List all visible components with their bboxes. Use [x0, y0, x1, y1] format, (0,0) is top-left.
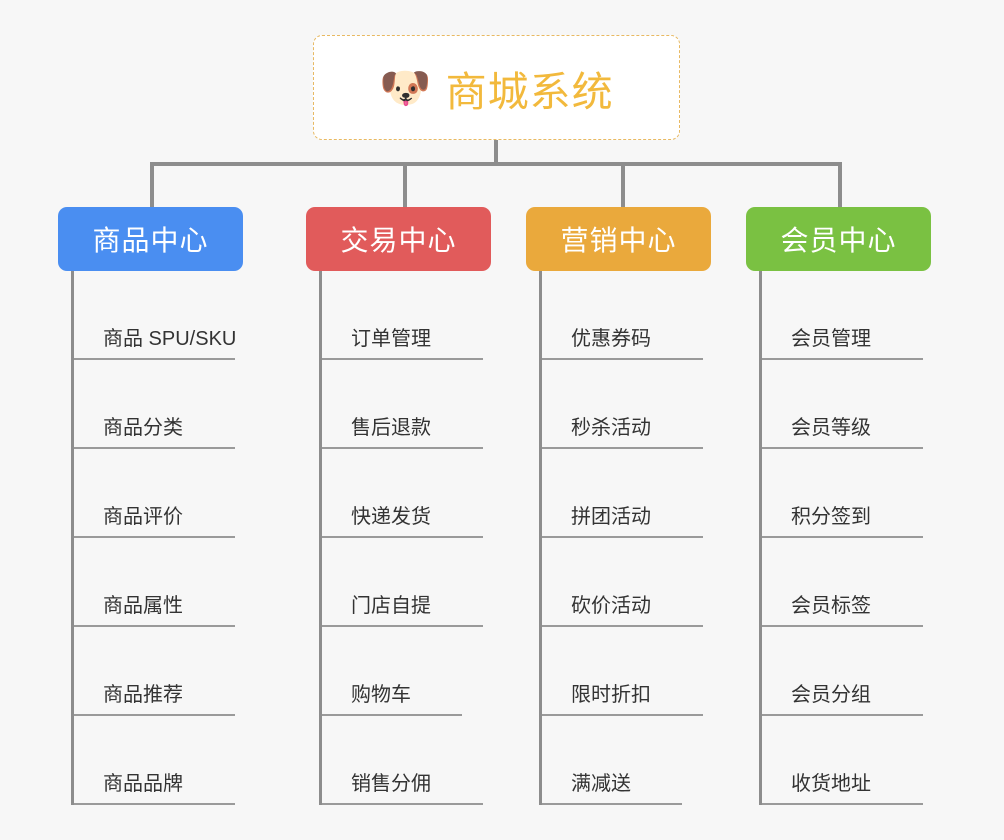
leaf-item-label: 收货地址	[791, 773, 871, 795]
leaf-item[interactable]: 快递发货	[322, 449, 491, 538]
root-node[interactable]: 🐶 商城系统	[313, 35, 680, 140]
leaf-item[interactable]: 拼团活动	[542, 449, 711, 538]
leaf-item[interactable]: 购物车	[322, 627, 491, 716]
leaf-item-label: 砍价活动	[571, 595, 651, 617]
connector-drop-4	[838, 162, 842, 207]
leaf-item-label: 满减送	[571, 773, 631, 795]
leaf-item[interactable]: 优惠券码	[542, 271, 711, 360]
connector-drop-3	[621, 162, 625, 207]
leaf-item-label: 积分签到	[791, 506, 871, 528]
connector-drop-1	[150, 162, 154, 207]
leaf-item-label: 购物车	[351, 684, 411, 706]
branch-header-member-center[interactable]: 会员中心	[746, 207, 931, 271]
branch-header-label: 商品中心	[92, 225, 209, 256]
leaf-item-label: 拼团活动	[571, 506, 651, 528]
branch-member-center: 会员中心会员管理会员等级积分签到会员标签会员分组收货地址	[746, 207, 931, 805]
leaf-item-label: 会员分组	[791, 684, 871, 706]
branch-trade-center: 交易中心订单管理售后退款快递发货门店自提购物车销售分佣	[306, 207, 491, 805]
branch-rail-marketing-center: 优惠券码秒杀活动拼团活动砍价活动限时折扣满减送	[539, 271, 711, 805]
leaf-item[interactable]: 售后退款	[322, 360, 491, 449]
leaf-item[interactable]: 商品分类	[74, 360, 243, 449]
leaf-item[interactable]: 积分签到	[762, 449, 931, 538]
leaf-item[interactable]: 砍价活动	[542, 538, 711, 627]
branch-rail-member-center: 会员管理会员等级积分签到会员标签会员分组收货地址	[759, 271, 931, 805]
leaf-item[interactable]: 收货地址	[762, 716, 931, 805]
connector-drop-2	[403, 162, 407, 207]
leaf-item[interactable]: 门店自提	[322, 538, 491, 627]
leaf-item[interactable]: 商品推荐	[74, 627, 243, 716]
leaf-item[interactable]: 商品品牌	[74, 716, 243, 805]
branch-header-trade-center[interactable]: 交易中心	[306, 207, 491, 271]
branch-header-label: 交易中心	[340, 225, 457, 256]
leaf-item-label: 商品分类	[103, 417, 183, 439]
leaf-item-label: 商品评价	[103, 506, 183, 528]
leaf-item-label: 会员标签	[791, 595, 871, 617]
branch-header-marketing-center[interactable]: 营销中心	[526, 207, 711, 271]
leaf-item[interactable]: 会员标签	[762, 538, 931, 627]
leaf-item[interactable]: 商品评价	[74, 449, 243, 538]
leaf-item-label: 订单管理	[351, 328, 431, 350]
leaf-item[interactable]: 限时折扣	[542, 627, 711, 716]
root-title: 商城系统	[445, 68, 614, 115]
shiba-dog-icon: 🐶	[379, 63, 432, 111]
leaf-item-label: 商品推荐	[103, 684, 183, 706]
branch-header-product-center[interactable]: 商品中心	[58, 207, 243, 271]
leaf-item-label: 销售分佣	[351, 773, 431, 795]
leaf-item[interactable]: 订单管理	[322, 271, 491, 360]
leaf-item-label: 会员等级	[791, 417, 871, 439]
leaf-item[interactable]: 会员管理	[762, 271, 931, 360]
leaf-item-label: 会员管理	[791, 328, 871, 350]
branch-rail-trade-center: 订单管理售后退款快递发货门店自提购物车销售分佣	[319, 271, 491, 805]
leaf-item-label: 售后退款	[351, 417, 431, 439]
branch-header-label: 会员中心	[780, 225, 897, 256]
leaf-item[interactable]: 满减送	[542, 716, 711, 805]
leaf-item-label: 快递发货	[351, 506, 431, 528]
branch-header-label: 营销中心	[560, 225, 677, 256]
connector-horizontal-bus	[150, 162, 840, 166]
branch-rail-product-center: 商品 SPU/SKU 商品分类商品评价商品属性商品推荐商品品牌	[71, 271, 243, 805]
branch-product-center: 商品中心商品 SPU/SKU 商品分类商品评价商品属性商品推荐商品品牌	[58, 207, 243, 805]
leaf-item-label: 商品品牌	[103, 773, 183, 795]
branch-marketing-center: 营销中心优惠券码秒杀活动拼团活动砍价活动限时折扣满减送	[526, 207, 711, 805]
leaf-item[interactable]: 销售分佣	[322, 716, 491, 805]
leaf-item-label: 商品属性	[103, 595, 183, 617]
connector-root-stem	[494, 140, 498, 164]
leaf-item-label: 限时折扣	[571, 684, 651, 706]
leaf-item-label: 商品 SPU/SKU	[103, 328, 237, 350]
leaf-item[interactable]: 秒杀活动	[542, 360, 711, 449]
leaf-item[interactable]: 会员分组	[762, 627, 931, 716]
leaf-item[interactable]: 商品属性	[74, 538, 243, 627]
leaf-item-label: 秒杀活动	[571, 417, 651, 439]
leaf-item[interactable]: 会员等级	[762, 360, 931, 449]
leaf-item[interactable]: 商品 SPU/SKU	[74, 271, 243, 360]
leaf-item-label: 门店自提	[351, 595, 431, 617]
leaf-item-label: 优惠券码	[571, 328, 651, 350]
